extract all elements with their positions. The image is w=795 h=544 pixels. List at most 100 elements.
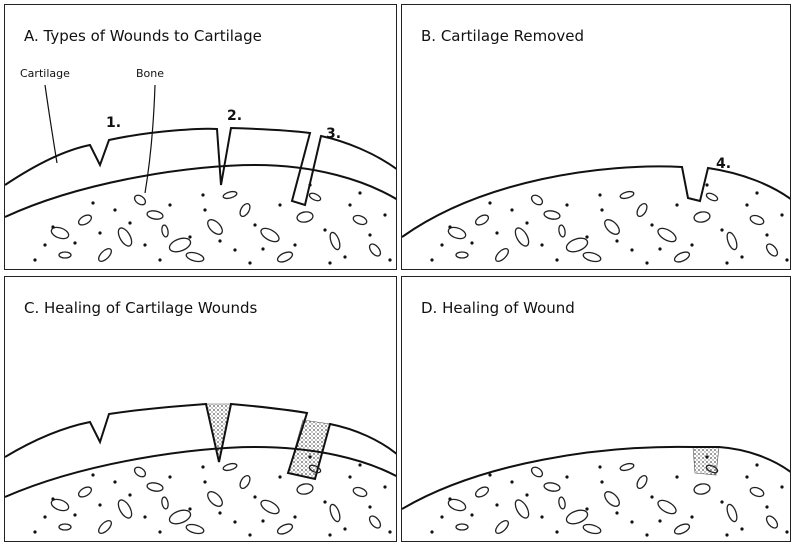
bone-dot [675,475,678,478]
bone-blob [673,522,691,536]
bone-dot [128,493,131,496]
bone-dot [565,203,568,206]
bone-dot [448,497,451,500]
bone-blob [513,226,532,248]
bone-dot [113,480,116,483]
bone-blob [276,250,294,264]
bone-dot [565,475,568,478]
bone-dot [203,480,206,483]
bone-dot [293,515,296,518]
bone-dot [720,500,723,503]
bone-dot [383,485,386,488]
bone-dot [358,463,361,466]
bone-dot [388,530,391,533]
bone-dot [218,239,221,242]
bone-blob [602,489,622,509]
bone-dot [113,208,116,211]
bone-blob [673,250,691,264]
bone-dot [98,231,101,234]
bone-dot [745,203,748,206]
bone-dot [98,503,101,506]
bone-dot [785,530,788,533]
bone-blob [602,217,622,237]
bone-dot [440,243,443,246]
bone-dot [368,505,371,508]
bone-dot [705,183,708,186]
bone-dot [780,213,783,216]
healed-tissue-wound-2 [206,404,231,462]
bone-dot [51,497,54,500]
bone-dot [585,235,588,238]
bone-dot [495,503,498,506]
bone-blob [582,251,601,263]
bone-blob [116,226,135,248]
bone-dot [368,233,371,236]
panel-d: D. Healing of Wound [401,276,791,542]
bone-dot [73,513,76,516]
bone-blob [474,213,490,227]
bone-blob [543,482,560,493]
bone-dot [755,463,758,466]
bone-blob [705,192,718,203]
bone-dot [765,505,768,508]
panel-b-diagram: 4. [402,5,791,270]
bone-blob [725,503,739,523]
bone-dot [188,235,191,238]
bone-dot [253,495,256,498]
bone-dot [158,258,161,261]
bone-dot [293,243,296,246]
bone-blob [456,252,468,258]
bone-surface [402,166,791,237]
panel-b: B. Cartilage Removed 4. [401,4,791,270]
bone-dot [188,507,191,510]
bone-blob [635,474,649,490]
bone-blob [558,497,566,510]
bone-dot [201,465,204,468]
bone-dot [248,533,251,536]
bone-dot [540,515,543,518]
bone-dot [740,255,743,258]
bone-dot [755,191,758,194]
bone-blob [168,236,193,255]
bone-dot [600,480,603,483]
bone-blob [328,231,342,251]
bone-texture [33,183,391,264]
bone-blob [494,519,511,536]
bone-blob [238,202,252,218]
bone-blob [565,236,590,255]
bone-dot [143,243,146,246]
bone-blob [238,474,252,490]
bone-blob [582,523,601,535]
bone-blob [456,524,468,530]
bone-dot [323,228,326,231]
bone-dot [690,243,693,246]
bone-surface [5,165,397,217]
bone-dot [525,493,528,496]
bone-surface [402,447,791,509]
bone-label: Bone [136,67,164,80]
bone-blob [725,231,739,251]
bone-blob [77,213,93,227]
bone-blob [352,214,368,226]
bone-blob [185,523,204,535]
bone-blob [619,462,634,471]
bone-dot [233,520,236,523]
bone-dot [585,507,588,510]
bone-blob [276,522,294,536]
bone-blob [328,503,342,523]
bone-blob [296,211,313,224]
bone-dot [278,203,281,206]
bone-dot [248,261,251,264]
bone-dot [785,258,788,261]
bone-dot [203,208,206,211]
bone-dot [470,513,473,516]
bone-blob [116,498,135,520]
bone-dot [675,203,678,206]
bone-dot [555,258,558,261]
bone-dot [720,228,723,231]
bone-blob [352,486,368,498]
bone-blob [59,524,71,530]
bone-dot [388,258,391,261]
bone-dot [348,475,351,478]
bone-dot [323,500,326,503]
